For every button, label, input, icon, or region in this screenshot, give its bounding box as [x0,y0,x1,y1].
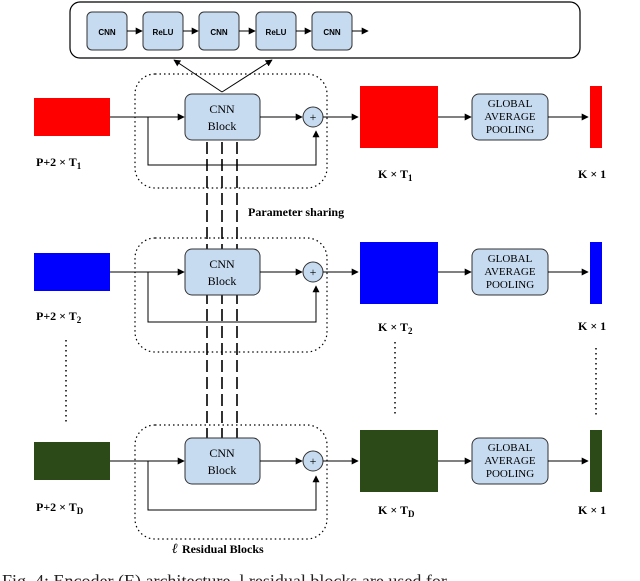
residual-container-2 [134,237,328,353]
input-label-2: P+2 × T2 [36,309,82,325]
gap-block-2-line2: AVERAGE [484,266,535,278]
top-chain-node-5-label: CNN [323,28,341,37]
top-chain-node-2: ReLU [142,11,184,51]
gap-block-3-line1: GLOBAL [488,442,533,454]
feature-label-1: K × T1 [378,167,413,183]
cnn-block-1-line1: CNN [209,102,235,116]
row-3: CNN Block + GLOBAL AVERAGE POOLING P+2 ×… [34,430,606,519]
cnn-block-3-line1: CNN [209,446,235,460]
top-chain-node-4: ReLU [255,11,297,51]
top-chain-node-5: CNN [311,11,353,51]
ellipsis-dots [65,340,597,425]
gap-block-1-line2: AVERAGE [484,111,535,123]
top-chain-node-1: CNN [86,11,128,51]
output-vector-1 [590,86,602,148]
gap-block-3-line2: AVERAGE [484,455,535,467]
row-1: CNN Block + GLOBAL AVERAGE POOLING P+2 ×… [34,86,606,183]
parameter-sharing-lines [206,142,238,438]
feature-map-3 [360,430,438,492]
input-label-3: P+2 × TD [36,500,84,516]
parameter-sharing-label: Parameter sharing [248,205,344,219]
residual-container-1 [134,73,328,189]
residual-container-3 [134,424,328,540]
top-chain-node-4-label: ReLU [266,28,287,37]
cnn-block-2-line2: Block [208,274,237,288]
gap-block-3-line3: POOLING [486,468,534,480]
top-chain-node-3-label: CNN [210,28,228,37]
figure-caption: Fig. 4: Encoder (E) architecture. l resi… [2,571,447,581]
input-block-3 [34,442,110,480]
gap-block-2-line1: GLOBAL [488,253,533,265]
output-label-1: K × 1 [578,167,606,181]
expansion-arrows [173,59,273,93]
top-chain-node-3: CNN [198,11,240,51]
top-chain-node-2-label: ReLU [153,28,174,37]
top-chain-container [69,1,581,59]
feature-map-2 [360,242,438,304]
sum-node-2-symbol: + [310,265,317,279]
row-2: CNN Block + GLOBAL AVERAGE POOLING P+2 ×… [34,242,606,336]
gap-block-1-line1: GLOBAL [488,98,533,110]
feature-map-1 [360,86,438,148]
input-block-2 [34,253,110,291]
output-label-2: K × 1 [578,319,606,333]
sum-node-3-symbol: + [310,454,317,468]
sum-node-1-symbol: + [310,110,317,124]
output-label-3: K × 1 [578,503,606,517]
cnn-block-2 [184,248,261,296]
cnn-block-2-line1: CNN [209,257,235,271]
feature-label-3: K × TD [378,503,415,519]
gap-block-2-line3: POOLING [486,279,534,291]
cnn-block-3-line2: Block [208,463,237,477]
cnn-block-1-line2: Block [208,119,237,133]
output-vector-3 [590,430,602,492]
cnn-block-3 [184,437,261,485]
output-vector-2 [590,242,602,304]
input-block-1 [34,98,110,136]
gap-block-1-line3: POOLING [486,124,534,136]
top-chain-node-1-label: CNN [98,28,116,37]
input-label-1: P+2 × T1 [36,155,82,171]
cnn-block-1 [184,93,261,141]
feature-label-2: K × T2 [378,320,413,336]
